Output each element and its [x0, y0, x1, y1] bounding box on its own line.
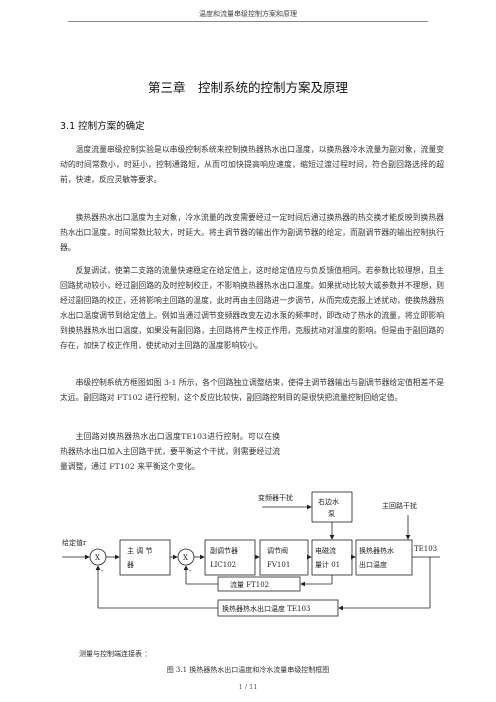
- paragraph-2: 换热器热水出口温度为主对象，冷水流量的改变需要经过一定时间后通过换热器的热交换才…: [60, 213, 444, 252]
- paragraph-3: 反复调试，使第二支路的流量快速稳定在给定值上，这时给定值应与负反馈值相同。若参数…: [60, 266, 444, 350]
- page-number: 1 / 11: [238, 683, 258, 691]
- connection-table-label: 测量与控制端连接表 ：: [79, 650, 152, 658]
- exchanger-line1: 换热器热水: [359, 546, 394, 555]
- flow-feedback-label: 流量 FT102: [230, 580, 269, 589]
- header-divider: [68, 21, 428, 22]
- figure-caption: 图 3.1 换热器热水出口温度和冷水流量串级控制框图: [166, 666, 330, 674]
- sign-minus-main: -: [101, 567, 104, 575]
- valve-block: [259, 539, 309, 576]
- sign-minus-sub: -: [189, 567, 192, 575]
- section-title: 3.1 控制方案的确定: [60, 121, 145, 132]
- sub-controller-line2: LIC102: [210, 561, 236, 569]
- valve-line1: 调节阀: [267, 546, 288, 555]
- setpoint-label: 给定值r: [62, 538, 87, 547]
- pump-line1: 右边水: [318, 497, 339, 506]
- paragraph-5: 主回路对换热器热水出口温度TE103进行控制。可以在换热器热水出口加入主回路干扰…: [60, 432, 280, 471]
- flowmeter-line1: 电磁流: [315, 546, 336, 555]
- sub-controller-block: [204, 539, 256, 576]
- pump-line2: 泵: [328, 510, 335, 518]
- sum-sub-symbol: X: [183, 554, 188, 562]
- main-controller-line2: 器: [127, 561, 134, 569]
- chapter-title: 第三章 控制系统的控制方案及原理: [147, 80, 348, 95]
- main-controller-block: [119, 539, 171, 576]
- running-header: 温度和流量串级控制方案和原理: [199, 10, 297, 18]
- main-controller-line1: 主 调 节: [127, 546, 152, 555]
- valve-line2: FV101: [267, 561, 290, 569]
- main-disturbance-label: 主回路干扰: [382, 501, 417, 510]
- output-label: TE103: [414, 545, 437, 553]
- sub-controller-line1: 副调节器: [210, 546, 238, 555]
- paragraph-1: 温度流量串级控制实验是以串级控制系统来控制换热器热水出口温度，以换热器冷水流量为…: [60, 145, 444, 184]
- exchanger-line2: 出口温度: [359, 560, 387, 569]
- exchanger-block: [355, 539, 413, 576]
- sum-main-symbol: X: [95, 554, 100, 562]
- flowmeter-line2: 量计 01: [315, 560, 340, 569]
- temp-feedback-label: 换热器热水出口温度 TE103: [222, 604, 310, 613]
- inverter-disturbance-label: 变频器干扰: [258, 493, 293, 502]
- paragraph-4: 串级控制系统方框图如图 3-1 所示，各个回路独立调整结束，使得主调节器输出与副…: [60, 378, 444, 402]
- flowmeter-block: [311, 539, 353, 576]
